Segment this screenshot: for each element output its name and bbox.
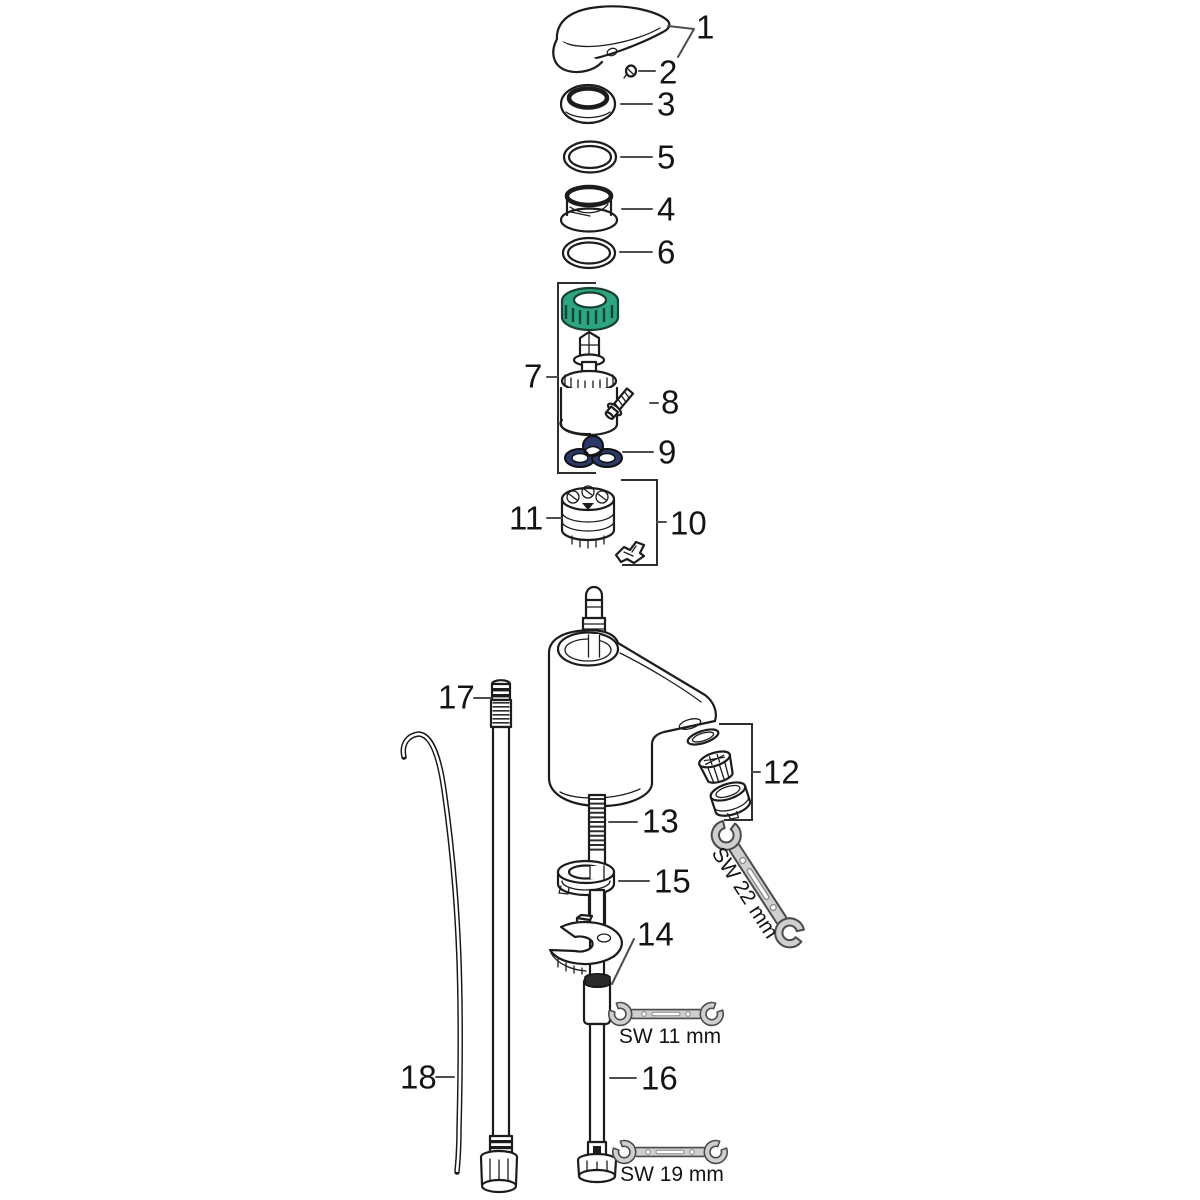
faucet-body xyxy=(547,585,717,808)
part-sleeve-ring xyxy=(559,83,617,125)
callout-16: 16 xyxy=(609,1060,678,1097)
callout-4-label: 4 xyxy=(657,191,675,228)
part-base-seal-ring xyxy=(556,859,616,897)
callout-3: 3 xyxy=(620,86,675,123)
part-cartridge-nut xyxy=(559,184,619,233)
part-aerator-housing xyxy=(709,781,752,820)
rod-through-seal xyxy=(590,866,604,879)
part-seal-set xyxy=(564,435,623,468)
callout-13: 13 xyxy=(608,803,679,840)
part-aerator-insert xyxy=(698,750,734,784)
callout-5: 5 xyxy=(620,139,675,176)
callout-4: 4 xyxy=(621,191,675,228)
callout-12: 12 xyxy=(751,754,800,791)
part-supply-hose xyxy=(479,679,519,1194)
part-cartridge-screw xyxy=(604,387,635,420)
callout-18: 18 xyxy=(400,1059,455,1096)
part-valve-insert xyxy=(560,485,616,549)
callout-17: 17 xyxy=(438,679,492,716)
part-handle-screw xyxy=(623,64,638,79)
callout-10-label: 10 xyxy=(670,505,707,542)
callout-13-label: 13 xyxy=(642,803,679,840)
callout-16-label: 16 xyxy=(641,1060,678,1097)
part-o-ring-upper xyxy=(562,140,618,174)
part-mounting-bracket xyxy=(548,920,623,975)
callout-14: 14 xyxy=(611,916,674,985)
callout-3-label: 3 xyxy=(657,86,675,123)
callout-1: 1 xyxy=(667,9,714,58)
callout-2-label: 2 xyxy=(659,54,677,91)
rod-through-seal-edges xyxy=(589,865,605,880)
callout-1-label: 1 xyxy=(696,9,714,46)
callout-8-label: 8 xyxy=(661,384,679,421)
part-retaining-clip xyxy=(614,540,646,565)
part-mounting-rod xyxy=(576,972,618,1184)
callout-15: 15 xyxy=(618,863,691,900)
callout-11: 11 xyxy=(509,500,563,537)
callout-15-label: 15 xyxy=(654,863,691,900)
callout-5-label: 5 xyxy=(657,139,675,176)
callout-7: 7 xyxy=(524,358,559,395)
callout-14-label: 14 xyxy=(637,916,674,953)
callout-18-label: 18 xyxy=(400,1059,437,1096)
callout-10: 10 xyxy=(656,505,707,542)
part-lever-handle xyxy=(552,5,671,74)
callout-6-label: 6 xyxy=(657,234,675,271)
part-aerator-gasket xyxy=(686,728,720,746)
part-green-retainer-ring xyxy=(560,286,620,332)
wrench-sw19 xyxy=(612,1139,728,1165)
wrench-sw11 xyxy=(608,1001,724,1027)
callout-9: 9 xyxy=(622,434,676,471)
callout-9-label: 9 xyxy=(658,434,676,471)
part-o-ring-lower xyxy=(561,236,617,270)
callout-8: 8 xyxy=(649,384,679,421)
part-pull-rod xyxy=(400,731,463,1175)
callout-11-label: 11 xyxy=(509,500,543,537)
callout-17-label: 17 xyxy=(438,679,475,716)
callout-2: 2 xyxy=(638,54,677,91)
callout-7-label: 7 xyxy=(524,358,542,395)
part-cartridge xyxy=(559,330,619,437)
wrench-sw19-label: SW 19 mm xyxy=(620,1163,724,1186)
callout-6: 6 xyxy=(619,234,675,271)
wrench-sw11-label: SW 11 mm xyxy=(619,1025,721,1048)
callout-12-label: 12 xyxy=(763,754,800,791)
